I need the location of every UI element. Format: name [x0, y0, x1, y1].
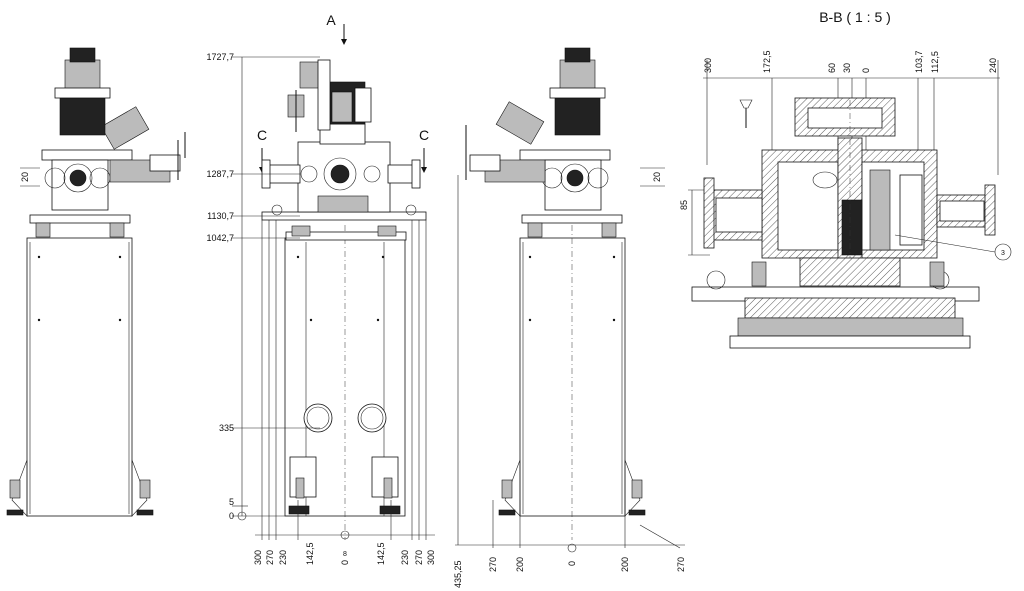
- bottom-dim-back: 270: [676, 557, 686, 572]
- bottom-dim-front: 300: [253, 550, 263, 565]
- bottom-dim-front: 0: [340, 560, 350, 565]
- section-dim: 0: [861, 68, 871, 73]
- right-d20-label: 20: [652, 172, 662, 182]
- bottom-dim-front: 300: [426, 550, 436, 565]
- bottom-dim-front: 142,5: [376, 542, 386, 565]
- bottom-dim-front: 142,5: [305, 542, 315, 565]
- section-dim: 112,5: [930, 51, 940, 73]
- height-label: 1130,7: [207, 211, 234, 221]
- section-dim: 60: [827, 63, 837, 73]
- bottom-dim-back: 0: [567, 561, 577, 566]
- height-label: 1727,7: [206, 52, 234, 62]
- section-dim: 300: [703, 58, 713, 73]
- height-label: 335: [219, 423, 234, 433]
- height-label: 5: [229, 497, 234, 507]
- bottom-dim-back: 200: [620, 557, 630, 572]
- bottom-dim-front: 230: [278, 550, 288, 565]
- view-arrow-a-label: A: [326, 12, 336, 28]
- section-dim: 30: [842, 63, 852, 73]
- bottom-dim-front: 230: [400, 550, 410, 565]
- height-label: 1042,7: [206, 233, 234, 243]
- section-c-right-label: C: [419, 127, 429, 143]
- section-dim: 172,5: [762, 50, 772, 73]
- center-mark-label: 8: [343, 551, 347, 558]
- bottom-dim-front: 270: [265, 550, 275, 565]
- bottom-dim-back: 270: [488, 557, 498, 572]
- bottom-dim-back: 435,25: [453, 560, 463, 588]
- section-title: B-B ( 1 : 5 ): [819, 9, 891, 25]
- section-dim: 103,7: [914, 50, 924, 73]
- left-side-view: 20: [6, 47, 186, 517]
- balloon-label: 3: [1001, 250, 1005, 257]
- back-view: 20 435,25 270 200 0 200 270: [453, 47, 686, 588]
- section-c-left-label: C: [257, 127, 267, 143]
- front-view: A C C: [206, 12, 436, 565]
- section-b-b-view: B-B ( 1 : 5 ) 300 172,5 60 30 0 103,7 11…: [679, 9, 1012, 349]
- bottom-dim-back: 200: [515, 557, 525, 572]
- height-label: 1287,7: [206, 169, 234, 179]
- left-d20-label: 20: [20, 172, 30, 182]
- section-dim: 240: [988, 58, 998, 73]
- height-label: 0: [229, 511, 234, 521]
- section-dim-85: 85: [679, 200, 689, 210]
- bottom-dim-front: 270: [414, 550, 424, 565]
